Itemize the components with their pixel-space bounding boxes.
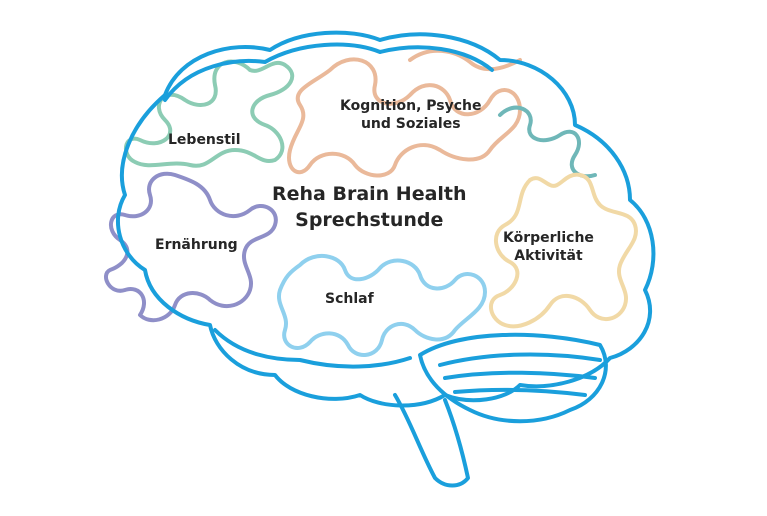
label-ernaehrung: Ernährung (155, 237, 238, 253)
label-schlaf: Schlaf (325, 291, 374, 307)
brain-inner-contour (163, 42, 494, 102)
label-lebensstil: Lebenstil (168, 132, 241, 148)
brain-inner-contour-2 (213, 328, 412, 369)
lebensstil-squiggle (124, 59, 295, 168)
cerebellum-fold-1 (438, 352, 602, 367)
schlaf-squiggle (276, 254, 487, 357)
label-kognition: Kognition, Psyche und Soziales (340, 98, 482, 133)
brain-stem (393, 393, 470, 488)
title-line1: Reha Brain Health (272, 183, 467, 205)
label-kognition-line1: Kognition, Psyche (340, 98, 482, 114)
kognition-squiggle-2 (408, 48, 522, 72)
cerebellum-outline (418, 332, 608, 424)
koerper-squiggle (489, 172, 638, 329)
cerebellum-fold-2 (443, 370, 597, 380)
label-koerper-line1: Körperliche (503, 230, 594, 246)
kognition-squiggle (287, 57, 522, 178)
page-title: Reha Brain Health Sprechstunde (272, 182, 467, 233)
ernaehrung-squiggle (104, 171, 278, 323)
label-kognition-line2: und Soziales (360, 115, 461, 132)
teal-squiggle (498, 105, 597, 179)
label-koerper: Körperliche Aktivität (503, 230, 594, 265)
label-koerper-line2: Aktivität (514, 247, 583, 264)
cerebellum-fold-3 (453, 387, 587, 397)
title-line2: Sprechstunde (295, 208, 444, 231)
